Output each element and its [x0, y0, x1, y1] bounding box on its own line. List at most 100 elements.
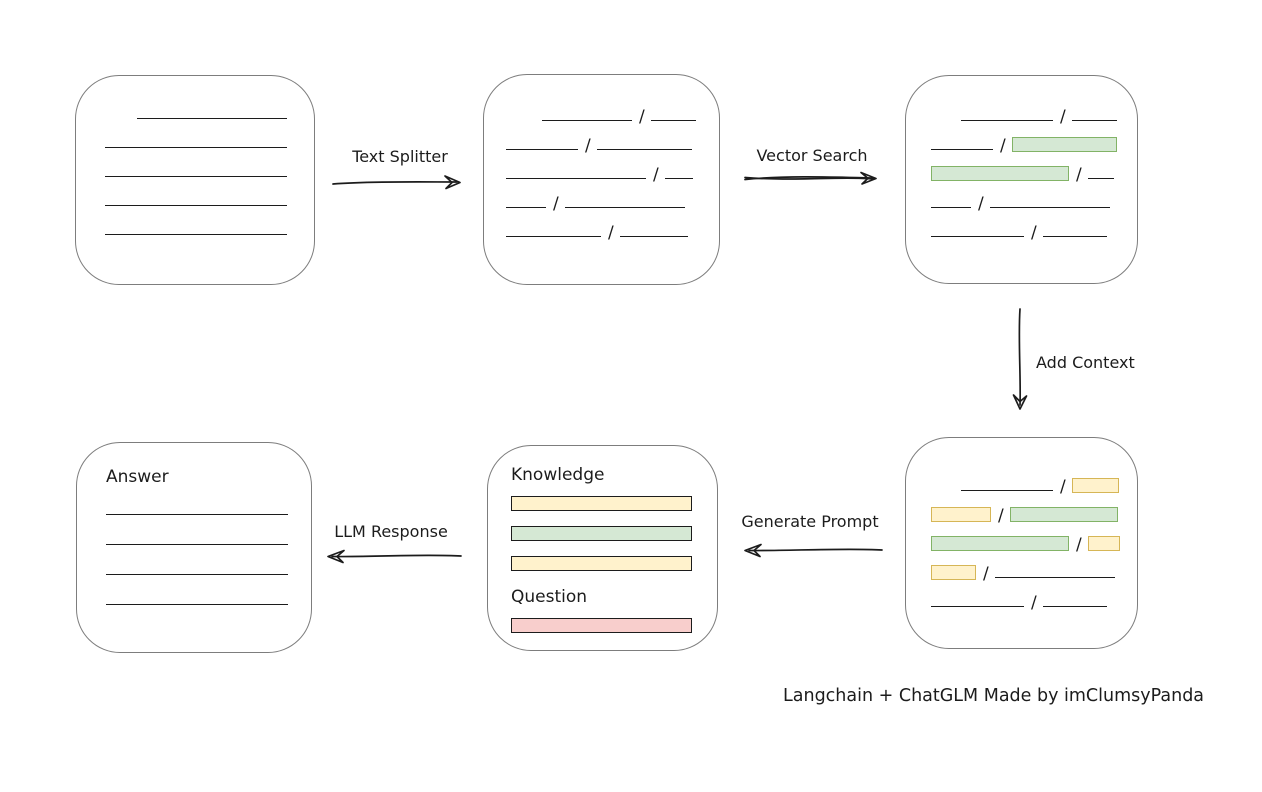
sketch-row [106, 488, 311, 518]
sketch-row: / [931, 465, 1137, 497]
text-line [105, 147, 287, 148]
text-line [1042, 606, 1107, 607]
sketch-row: / [506, 153, 719, 185]
source-document-node [75, 75, 315, 285]
diagram-caption: Langchain + ChatGLM Made by imClumsyPand… [783, 686, 1205, 706]
chunk-separator-slash: / [1060, 477, 1066, 497]
chunk-separator-slash: / [1031, 223, 1037, 243]
green-highlight-bar [1011, 137, 1117, 152]
text-line [106, 574, 288, 575]
sketch-row [106, 518, 311, 548]
sketch-row: / [931, 494, 1137, 526]
text-line [931, 236, 1024, 237]
text-line [619, 236, 688, 237]
text-line [506, 149, 578, 150]
arrow-right-double-icon [744, 171, 877, 185]
chunk-separator-slash: / [998, 506, 1004, 526]
chunk-separator-slash: / [1000, 136, 1006, 156]
text-line [564, 207, 685, 208]
text-line [994, 577, 1115, 578]
sketch-row: / [931, 211, 1137, 243]
yellow-prompt-bar [511, 496, 692, 511]
context-chunk-lines: / / / / / [906, 438, 1137, 613]
text-line [1071, 120, 1117, 121]
sketch-row: / [506, 182, 719, 214]
add-context-label: Add Context [1036, 353, 1135, 372]
chunk-separator-slash: / [653, 165, 659, 185]
green-prompt-bar [511, 526, 692, 541]
text-line [961, 120, 1053, 121]
chunk-separator-slash: / [639, 107, 645, 127]
text-line [961, 490, 1053, 491]
question-heading: Question [511, 587, 588, 607]
sketch-row: / [931, 153, 1137, 185]
text-line [931, 606, 1024, 607]
chunk-separator-slash: / [1031, 593, 1037, 613]
green-highlight-bar [931, 536, 1069, 551]
arrow-left-icon [327, 549, 462, 564]
sketch-row: / [931, 523, 1137, 555]
text-line [506, 236, 601, 237]
sketch-row [106, 578, 311, 608]
yellow-highlight-bar [1087, 536, 1120, 551]
text-line [931, 149, 993, 150]
chunk-separator-slash: / [553, 194, 559, 214]
green-highlight-bar [1009, 507, 1118, 522]
yellow-prompt-bar [511, 556, 692, 571]
sketch-row [105, 151, 314, 180]
sketch-row: / [931, 581, 1137, 613]
sketch-row [106, 548, 311, 578]
knowledge-heading: Knowledge [511, 465, 605, 485]
vector-search-label: Vector Search [756, 146, 868, 165]
text-splitter-label: Text Splitter [352, 147, 448, 166]
context-chunks-node: / / / / / [905, 437, 1138, 649]
chunk-text-lines: / / / / / [484, 75, 719, 243]
text-line [542, 120, 632, 121]
text-line [137, 118, 287, 119]
chunk-separator-slash: / [983, 564, 989, 584]
answer-text-lines [106, 488, 311, 608]
text-line [106, 604, 288, 605]
sketch-row: / [931, 124, 1137, 156]
prompt-node: Knowledge Question [487, 445, 718, 651]
chunk-separator-slash: / [1076, 165, 1082, 185]
red-prompt-bar [511, 618, 692, 633]
document-text-lines [76, 76, 314, 238]
knowledge-bars [511, 496, 717, 571]
sketch-row: / [506, 211, 719, 243]
text-line [105, 234, 287, 235]
sketch-row: / [506, 124, 719, 156]
text-line [106, 514, 288, 515]
green-highlight-bar [931, 166, 1069, 181]
yellow-highlight-bar [931, 565, 976, 580]
sketch-row: / [506, 95, 719, 127]
text-line [105, 176, 287, 177]
sketch-row: / [931, 552, 1137, 584]
text-line [106, 544, 288, 545]
sketch-row: / [931, 182, 1137, 214]
chunk-separator-slash: / [978, 194, 984, 214]
text-line [1087, 178, 1114, 179]
text-line [506, 207, 546, 208]
question-bars [511, 618, 717, 633]
text-line [989, 207, 1110, 208]
chunk-separator-slash: / [1076, 535, 1082, 555]
yellow-highlight-bar [1071, 478, 1119, 493]
text-line [506, 178, 646, 179]
text-line [596, 149, 692, 150]
text-chunks-node: / / / / / [483, 74, 720, 285]
arrow-right-icon [332, 175, 461, 190]
generate-prompt-label: Generate Prompt [741, 512, 879, 531]
text-line [105, 205, 287, 206]
sketch-row [105, 93, 314, 122]
text-line [664, 178, 693, 179]
search-result-lines: ///// [906, 76, 1137, 243]
yellow-highlight-bar [931, 507, 991, 522]
arrow-left-icon [744, 543, 883, 558]
chunk-separator-slash: / [585, 136, 591, 156]
chunk-separator-slash: / [608, 223, 614, 243]
answer-heading: Answer [106, 467, 169, 487]
sketch-row [105, 122, 314, 151]
text-line [650, 120, 696, 121]
